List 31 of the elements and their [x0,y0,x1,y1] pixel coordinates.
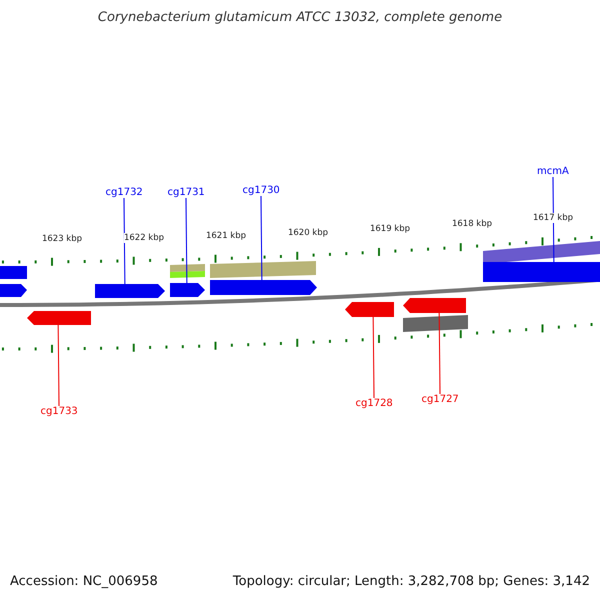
scale-label: 1617 kbp [532,213,574,224]
leader-line [260,196,262,280]
genome-summary: Topology: circular; Length: 3,282,708 bp; Genes: 3,142 [232,574,590,589]
gene-feature [95,284,165,298]
gene-label: cg1733 [40,406,78,417]
leader-line [372,316,374,398]
title: Corynebacterium glutamicum ATCC 13032, complete genome [98,10,502,25]
scale-label: 1620 kbp [288,228,328,238]
gene-feature [210,280,317,295]
gene-label: cg1732 [106,187,143,198]
leader-line [124,198,126,284]
gene-feature [345,302,394,317]
scale-label: 1619 kbp [370,224,410,234]
gene-label: cg1727 [422,394,459,405]
leader-line [186,198,188,284]
gene-feature [27,311,91,325]
gene-label: cg1731 [168,187,205,198]
gene-label: cg1730 [242,185,280,196]
accession-text: Accession: NC_006958 [10,574,158,589]
gene-feature [170,283,205,297]
leader-line [58,324,60,406]
scale-label: 1621 kbp [206,230,246,241]
gene-label: cg1728 [356,398,393,409]
scale-label: 1623 kbp [42,234,82,244]
gene-feature [403,298,466,313]
scale-label: 1618 kbp [452,219,492,230]
scale-label: 1622 kbp [124,232,164,243]
leader-line [552,176,554,262]
gene-feature [483,262,600,282]
leader-line [438,312,440,394]
gene-label: mcmA [537,166,569,177]
